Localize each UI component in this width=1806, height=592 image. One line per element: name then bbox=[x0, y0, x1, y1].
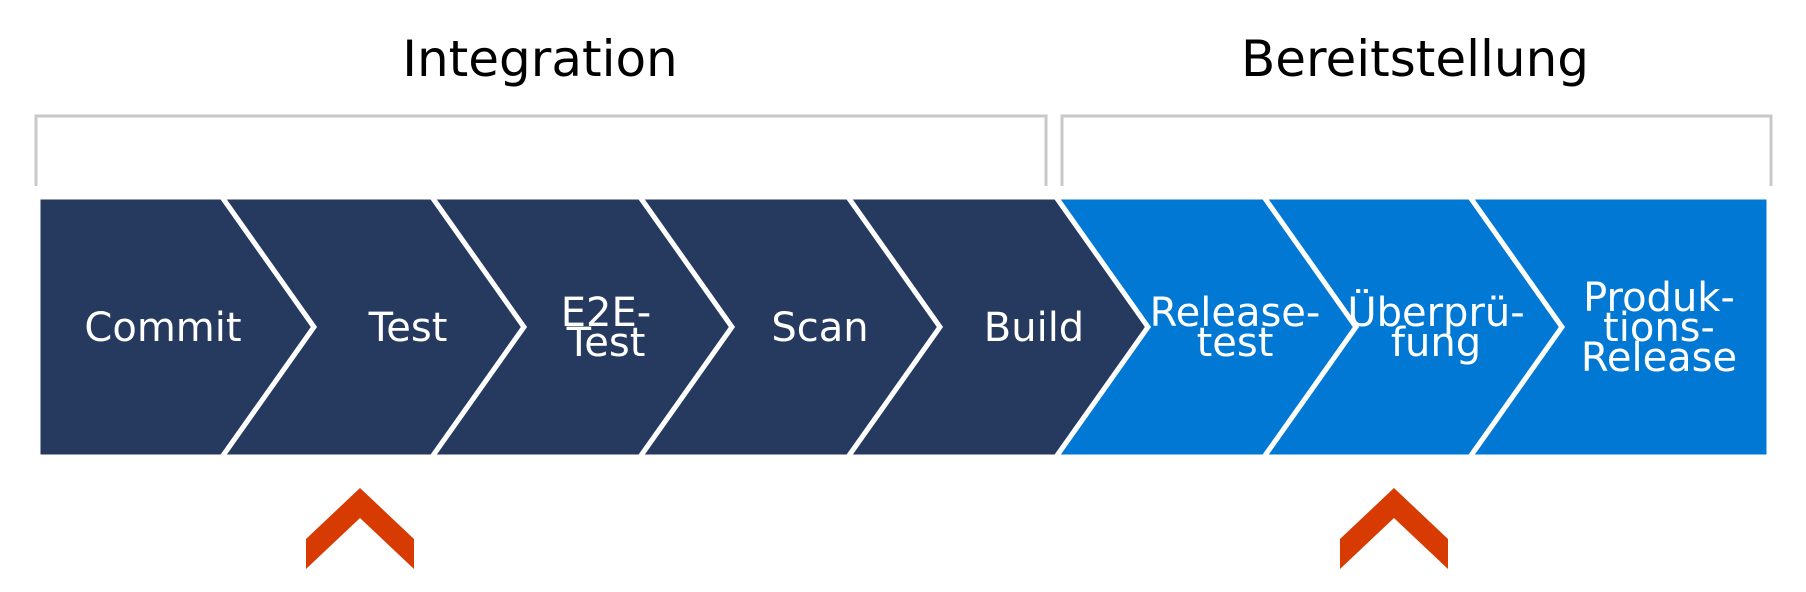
step-label: Test bbox=[566, 320, 646, 366]
step-label: Build bbox=[984, 305, 1084, 351]
step-label: Scan bbox=[771, 305, 868, 351]
bracket-bereitstellung bbox=[1060, 114, 1773, 186]
bracket-integration bbox=[34, 114, 1048, 186]
chevron-up-icon bbox=[306, 488, 414, 569]
group-title-integration: Integration bbox=[402, 30, 678, 88]
step-7: Produk-tions-Release bbox=[1465, 194, 1772, 460]
chevron-up-icon bbox=[1340, 488, 1448, 569]
step-label: Release- bbox=[1150, 290, 1321, 336]
step-label: Test bbox=[368, 305, 448, 351]
step-label: test bbox=[1197, 320, 1274, 366]
step-label: Release bbox=[1581, 335, 1737, 381]
step-label: E2E- bbox=[561, 290, 651, 336]
group-title-bereitstellung: Bereitstellung bbox=[1241, 30, 1589, 88]
markers-layer bbox=[306, 488, 1448, 569]
step-1: Test bbox=[217, 194, 528, 460]
step-4: Build bbox=[843, 194, 1152, 460]
step-label: tions- bbox=[1603, 305, 1715, 351]
step-label: Produk- bbox=[1583, 275, 1735, 321]
step-6: Überprü-fung bbox=[1259, 194, 1566, 460]
step-label: Überprü- bbox=[1347, 288, 1524, 336]
step-chevron bbox=[1465, 194, 1772, 460]
step-label: fung bbox=[1391, 320, 1481, 366]
step-label: Commit bbox=[84, 305, 241, 351]
